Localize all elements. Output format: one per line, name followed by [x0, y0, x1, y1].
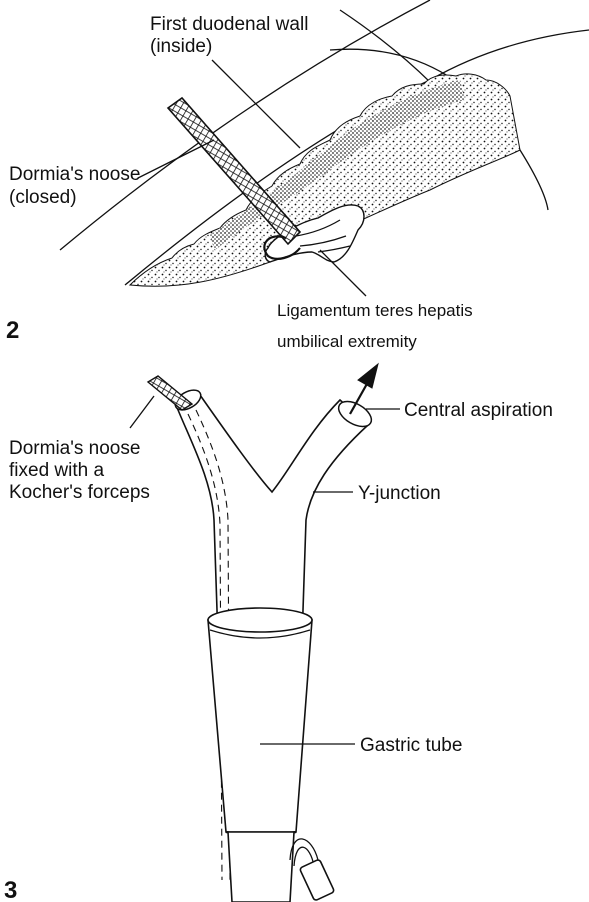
figure-2: First duodenal wall (inside) Dormia's no…	[6, 0, 589, 351]
y-junction	[176, 395, 368, 640]
label-gastric-tube: Gastric tube	[360, 735, 462, 756]
aspiration-arrow-head	[358, 364, 378, 388]
label-central-aspiration: Central aspiration	[404, 400, 553, 421]
label-ligamentum-1: Ligamentum teres hepatis	[277, 301, 473, 320]
label-noose-fixed-1: Dormia's noose	[9, 438, 140, 459]
figure-3: Dormia's noose fixed with a Kocher's for…	[4, 364, 553, 902]
figure-number-3: 3	[4, 877, 17, 902]
gastric-tube-collar	[208, 608, 312, 632]
label-noose-fixed-2: fixed with a	[9, 460, 104, 481]
gastric-tube-lower	[228, 832, 294, 902]
label-duodenal-wall-2: (inside)	[150, 36, 212, 57]
side-port-cap	[299, 859, 334, 901]
gastric-tube-cone	[208, 620, 312, 832]
figure-number-2: 2	[6, 317, 19, 344]
label-noose-closed-2: (closed)	[9, 187, 77, 208]
label-y-junction: Y-junction	[358, 483, 441, 504]
label-noose-fixed-3: Kocher's forceps	[9, 482, 150, 503]
leader-duodenal-wall	[212, 60, 300, 148]
label-ligamentum-2: umbilical extremity	[277, 332, 417, 351]
label-noose-closed-1: Dormia's noose	[9, 164, 140, 185]
label-duodenal-wall-1: First duodenal wall	[150, 14, 308, 35]
leader-noose-closed	[138, 140, 214, 178]
leader-noose-fixed	[130, 396, 154, 428]
